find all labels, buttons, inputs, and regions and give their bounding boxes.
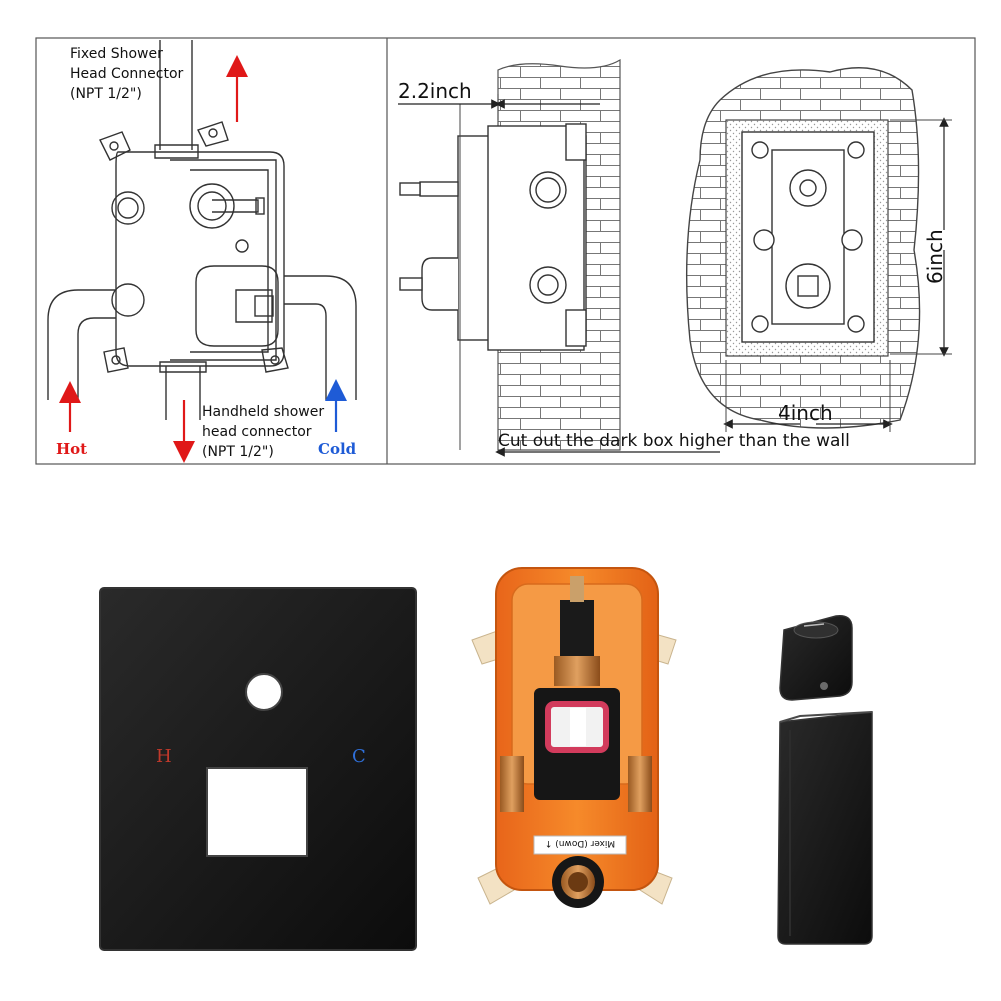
wall-side-section	[398, 58, 720, 457]
flow-arrows	[59, 55, 347, 463]
height-dimension-label: 6inch	[923, 229, 947, 284]
handheld-label-line2: head connector	[202, 424, 312, 440]
hot-label: Hot	[56, 440, 87, 458]
fixed-label-line1: Fixed Shower	[70, 46, 163, 62]
cutout-note: Cut out the dark box higher than the wal…	[498, 431, 850, 451]
lever-handle	[777, 711, 873, 945]
plate-valve-opening	[206, 767, 308, 857]
handheld-connector-label: Handheld shower head connector (NPT 1/2"…	[202, 404, 324, 460]
plate-diverter-hole	[245, 673, 283, 711]
depth-dimension-label: 2.2inch	[398, 79, 472, 103]
width-dimension-label: 4inch	[778, 401, 833, 425]
valve-schematic	[47, 40, 357, 420]
valve-direction-label: Mixer (Down) ↑	[545, 838, 615, 848]
wall-front-view	[685, 67, 952, 432]
handheld-label-line3: (NPT 1/2")	[202, 444, 274, 460]
cold-label: Cold	[318, 440, 357, 458]
handheld-label-line1: Handheld shower	[202, 404, 324, 420]
fixed-label-line2: Head Connector	[70, 66, 184, 82]
trim-plate: H C	[99, 587, 417, 951]
rough-in-valve: Mixer (Down) ↑	[471, 567, 677, 908]
fixed-connector-label: Fixed Shower Head Connector (NPT 1/2")	[70, 46, 184, 102]
diverter-knob	[779, 615, 853, 701]
plate-hot-marking: H	[156, 746, 172, 767]
plate-cold-marking: C	[352, 746, 366, 767]
fixed-label-line3: (NPT 1/2")	[70, 86, 142, 102]
